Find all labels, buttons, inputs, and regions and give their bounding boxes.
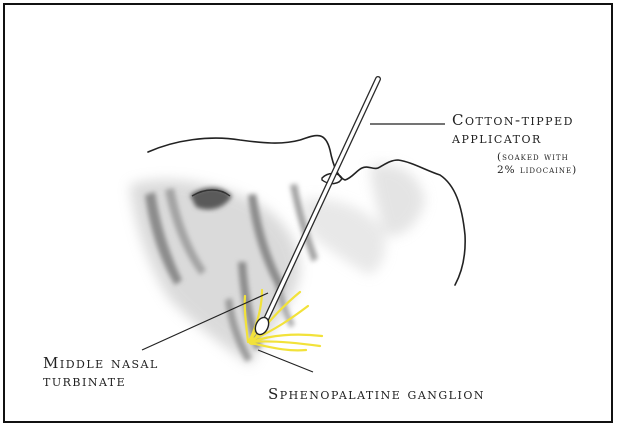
applicator-label-line1: Cotton-tipped — [452, 111, 574, 129]
lidocaine-note-line1: (soaked with — [497, 151, 569, 164]
ganglion-leader-line — [258, 350, 313, 372]
lidocaine-note-line2: 2% lidocaine) — [497, 164, 577, 177]
turbinate-label-line1: Middle nasal — [43, 354, 159, 372]
applicator-label-line2: applicator — [452, 129, 542, 147]
ganglion-node — [248, 337, 256, 345]
ganglion-label: Sphenopalatine ganglion — [268, 385, 485, 403]
turbinate-label-line2: turbinate — [43, 372, 126, 390]
